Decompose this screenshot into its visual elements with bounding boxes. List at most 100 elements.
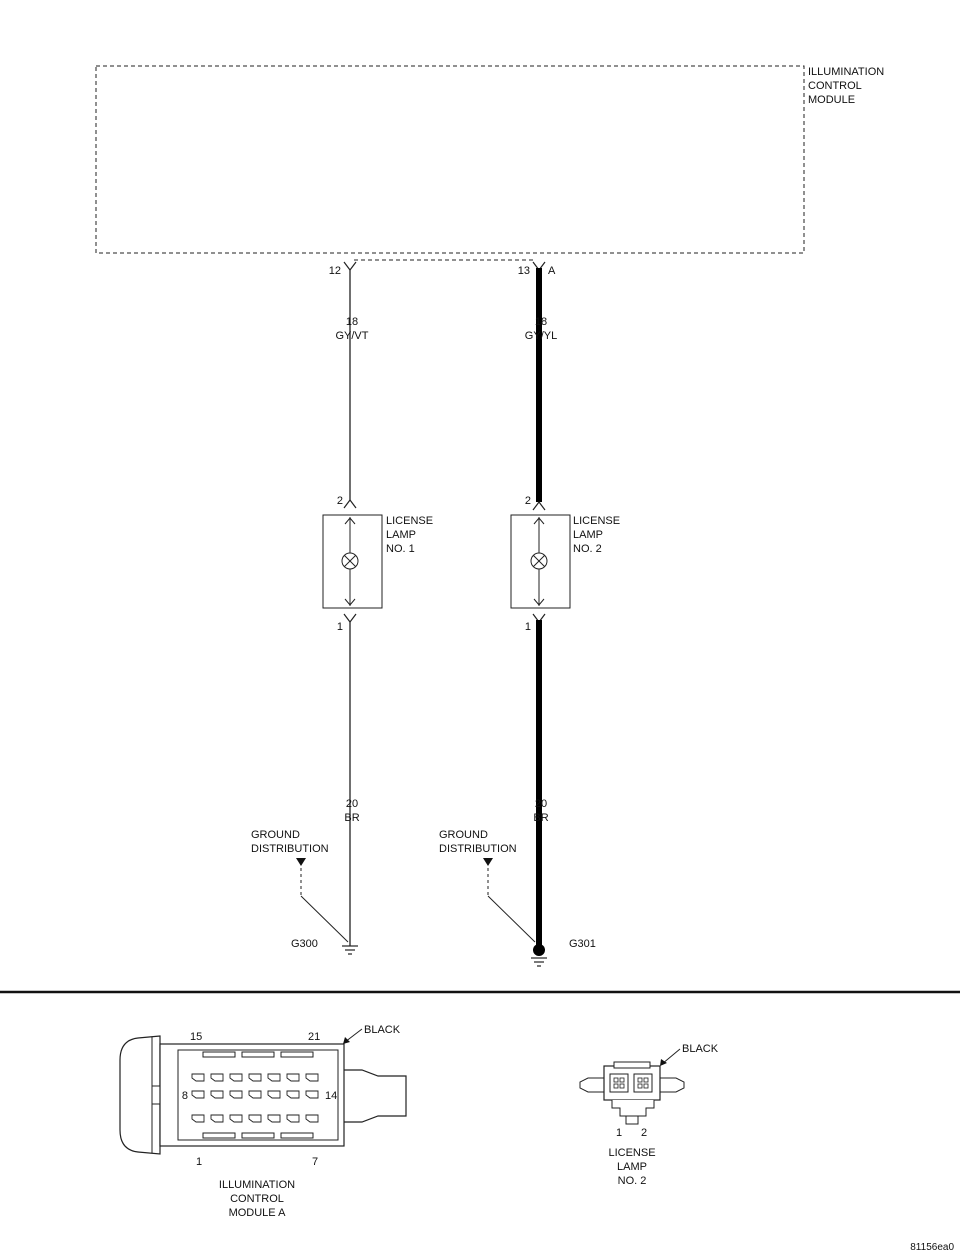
connector-cap	[119, 1035, 161, 1155]
terminal-cavity	[248, 1114, 262, 1123]
terminal-cavity	[191, 1073, 205, 1082]
color-callout-arrow-icon	[343, 1037, 350, 1044]
lamp-1-lead-top-arrow	[344, 517, 356, 525]
lamp-pin-top: 2	[525, 495, 531, 507]
figure-id: 81156ea0	[910, 1242, 954, 1253]
cavity-row-upper	[191, 1073, 319, 1082]
pin-label-1: 1	[196, 1156, 202, 1168]
terminal-cavity	[305, 1073, 319, 1082]
ground-distribution-arrow-icon	[296, 858, 306, 866]
module-label-line-3: MODULE	[808, 94, 855, 106]
lamp-connector-left-tab	[579, 1077, 605, 1093]
lamp-1-pin-2-terminal	[343, 499, 357, 509]
lamp-pin-bottom: 1	[337, 621, 343, 633]
bulb-icon-cross-b	[533, 555, 545, 567]
terminal-cavity	[229, 1114, 243, 1123]
license-lamp-1	[322, 514, 383, 609]
module-connector-label-1: ILLUMINATION	[219, 1179, 295, 1191]
wire-color-lower: BR	[533, 812, 548, 824]
lamp-pin-bottom: 1	[525, 621, 531, 633]
ground-label: G301	[569, 938, 596, 950]
module-pin-number: 13	[518, 265, 530, 277]
module-connector-label-2: CONTROL	[230, 1193, 284, 1205]
terminal-cavity	[248, 1073, 262, 1082]
lamp-pin-top: 2	[337, 495, 343, 507]
lamp-terminal-cavity-1	[609, 1073, 629, 1093]
lamp-1-lead-bottom-arrow	[344, 598, 356, 606]
lamp-connector-lock	[613, 1061, 651, 1069]
lamp-color-callout-arrow-icon	[660, 1059, 667, 1066]
lamp-connector-label-1: LICENSE	[608, 1147, 655, 1159]
terminal-cavity	[305, 1090, 319, 1099]
module-connector-view: 15 21 8 14 1 7 BLACK ILLUMINATION CONTRO…	[119, 1024, 407, 1219]
lamp-label-line-1: LICENSE	[573, 515, 620, 527]
illumination-control-module: ILLUMINATION CONTROL MODULE	[95, 65, 884, 261]
connector-letter: A	[548, 265, 556, 277]
lamp-connector-label-3: NO. 2	[618, 1175, 647, 1187]
wire-gauge-lower: 20	[535, 798, 547, 810]
terminal-cavity	[210, 1114, 224, 1123]
lamp-connector-label-2: LAMP	[617, 1161, 647, 1173]
ground-distribution-line-1: GROUND	[439, 829, 488, 841]
terminal-cavity	[229, 1073, 243, 1082]
lamp-pin-label-2: 2	[641, 1127, 647, 1139]
pin-label-7: 7	[312, 1156, 318, 1168]
pin-label-15: 15	[190, 1031, 202, 1043]
lamp-2-pin-2-terminal	[532, 501, 546, 511]
lamp-connector-view: 1 2 BLACK LICENSE LAMP NO. 2	[579, 1043, 719, 1187]
module-label-line-1: ILLUMINATION	[808, 66, 884, 78]
lamp-label-line-1: LICENSE	[386, 515, 433, 527]
wire-color: GY/VT	[335, 330, 368, 342]
wire-color-lower: BR	[344, 812, 359, 824]
terminal-cavity	[286, 1114, 300, 1123]
lamp-label-line-3: NO. 1	[386, 543, 415, 555]
ground-symbol-icon	[342, 945, 358, 955]
lamp-connector-bottom-key	[611, 1100, 655, 1117]
terminal-cavity	[267, 1114, 281, 1123]
terminal-cavity	[248, 1090, 262, 1099]
terminal-cavity	[286, 1090, 300, 1099]
wire-gauge: 18	[346, 316, 358, 328]
splice-dot	[533, 944, 545, 956]
lamp-label-line-3: NO. 2	[573, 543, 602, 555]
circuit-license-lamp-1: 12 18 GY/VT 2 LICENSE LAMP NO. 1 1 20 BR…	[251, 261, 433, 955]
ground-distribution-lead	[487, 895, 536, 943]
cavity-slots-bottom	[202, 1132, 314, 1139]
bulb-icon-cross-b	[344, 555, 356, 567]
module-pin-number: 12	[329, 265, 341, 277]
circuit-license-lamp-2: 13 A 18 GY/YL 2 LICENSE LAMP NO. 2 1 20 …	[439, 261, 620, 967]
lamp-2-lead-top-arrow	[533, 517, 545, 525]
lamp-pin-label-1: 1	[616, 1127, 622, 1139]
lamp-color-callout-lead	[661, 1048, 681, 1065]
ground-distribution-line-1: GROUND	[251, 829, 300, 841]
terminal-cavity	[286, 1073, 300, 1082]
pin-label-8: 8	[182, 1090, 188, 1102]
terminal-cavity	[267, 1090, 281, 1099]
lamp-label-line-2: LAMP	[386, 529, 416, 541]
cavity-row-lower	[191, 1114, 319, 1123]
terminal-cavity	[267, 1073, 281, 1082]
wire-gauge: 18	[535, 316, 547, 328]
ground-distribution-lead	[300, 895, 349, 943]
terminal-cavity	[229, 1090, 243, 1099]
cavity-slots-top	[202, 1051, 314, 1058]
module-pin-12-terminal	[343, 261, 357, 271]
module-label-line-2: CONTROL	[808, 80, 862, 92]
terminal-cavity	[210, 1073, 224, 1082]
terminal-cavity	[191, 1114, 205, 1123]
module-boundary	[95, 65, 805, 254]
ground-distribution-arrow-icon	[483, 858, 493, 866]
wire-color: GY/YL	[525, 330, 557, 342]
lamp-label-line-2: LAMP	[573, 529, 603, 541]
pin-label-21: 21	[308, 1031, 320, 1043]
ground-distribution-line-2: DISTRIBUTION	[439, 843, 517, 855]
cavity-row-middle	[191, 1090, 319, 1099]
lamp-terminal-cavity-2	[633, 1073, 653, 1093]
wire-gauge-lower: 20	[346, 798, 358, 810]
connector-color-label: BLACK	[364, 1024, 401, 1036]
terminal-cavity	[305, 1114, 319, 1123]
ground-symbol-icon	[531, 957, 547, 967]
pin-label-14: 14	[325, 1090, 337, 1102]
ground-label: G300	[291, 938, 318, 950]
